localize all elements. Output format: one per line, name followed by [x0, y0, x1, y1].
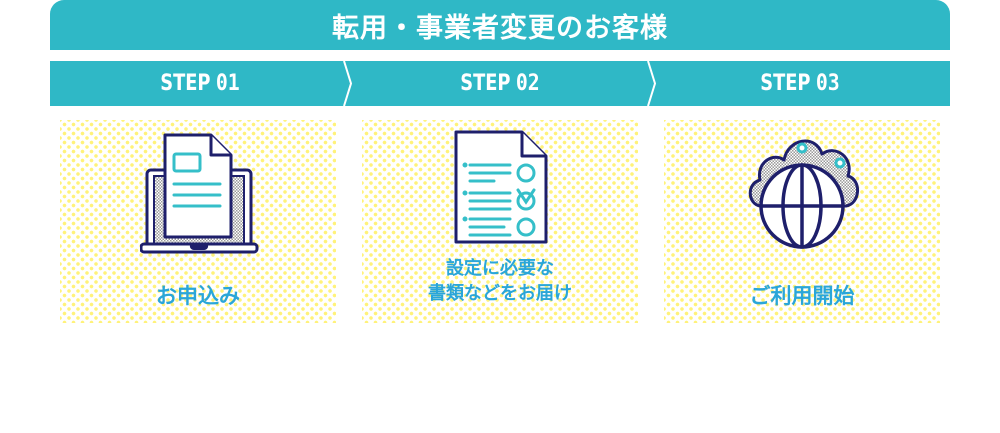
header-banner: 転用・事業者変更のお客様 — [50, 0, 950, 50]
chevron-separator-icon — [343, 61, 353, 106]
checklist-document-icon — [454, 130, 548, 244]
step-2: STEP 02 — [365, 61, 635, 106]
chevron-separator-icon — [647, 61, 657, 106]
step-1-prefix: STEP — [160, 71, 211, 96]
label-line: お申込み — [156, 284, 240, 308]
header-title: 転用・事業者変更のお客様 — [332, 12, 668, 44]
step-panel-documents: 設定に必要な 書類などをお届け — [362, 120, 638, 323]
step-3-prefix: STEP — [760, 71, 811, 96]
step-1-number: 01 — [215, 71, 240, 96]
step-panel-apply: お申込み — [60, 120, 336, 323]
step-label-apply: お申込み — [60, 280, 336, 310]
step-2-prefix: STEP — [460, 71, 511, 96]
step-3: STEP 03 — [665, 61, 935, 106]
step-label-start: ご利用開始 — [664, 280, 940, 310]
label-line: 書類などをお届け — [428, 283, 572, 304]
step-panel-start: ご利用開始 — [664, 120, 940, 323]
step-2-number: 02 — [515, 71, 540, 96]
step-1: STEP 01 — [65, 61, 335, 106]
step-bar: STEP 01 STEP 02 STEP 03 — [50, 61, 950, 106]
cloud-globe-icon — [748, 139, 859, 249]
laptop-document-icon — [140, 133, 259, 254]
step-label-documents: 設定に必要な 書類などをお届け — [362, 256, 638, 306]
step-3-number: 03 — [815, 71, 840, 96]
label-line: 設定に必要な — [446, 258, 554, 279]
label-line: ご利用開始 — [749, 284, 855, 308]
